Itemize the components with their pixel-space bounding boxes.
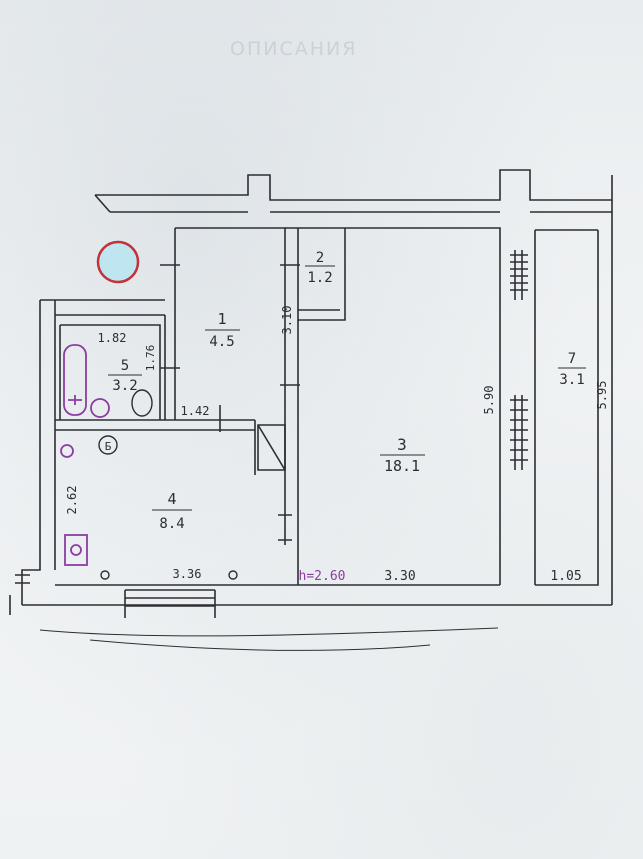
outer-wall-right [535,200,613,605]
dim-room3-width: 3.30 [384,569,415,584]
room7-walls [534,229,598,585]
room3-area: 18.1 [384,457,420,475]
window-bars [514,250,523,470]
room7-number: 7 [568,351,576,367]
dim-room5-width: 1.82 [98,331,127,345]
faded-header-text: ОПИСАНИЯ [230,38,358,60]
room4-number: 4 [167,490,176,508]
room2-walls [297,228,346,321]
dim-passage-width: 1.42 [181,404,210,418]
sink-drain [70,544,82,556]
dim-room7-width: 1.05 [550,569,581,584]
dim-room4-width: 3.36 [173,567,202,581]
dim-room7-height: 5.95 [595,381,609,410]
stove-mark-circle [98,435,118,455]
walls [9,169,613,651]
room3-number: 3 [397,435,407,454]
outer-wall-left [21,300,56,605]
partition-middle [55,405,286,545]
pipe-mark-2 [228,570,238,580]
fixtures [60,344,110,566]
room2-area: 1.2 [307,270,332,286]
room5-number: 5 [121,358,129,374]
ceiling-height: h=2.60 [299,569,346,584]
room5-area: 3.2 [112,378,137,394]
washbasin [90,398,110,418]
room1-area: 4.5 [209,334,234,350]
pencil-lines [39,627,499,651]
ventilation-stack-icon [96,240,140,284]
stove-label: Б [105,440,112,453]
pipe-mark-1 [100,570,110,580]
room7-area: 3.1 [559,372,584,388]
stove-box [257,424,286,471]
bathtub-tap [68,395,82,405]
room5-walls [59,324,161,420]
room3-walls [285,227,501,585]
left-door-marks [9,194,111,615]
dim-room5-height: 1.76 [144,345,157,372]
outer-wall-top [95,169,613,201]
room1-number: 1 [217,310,226,328]
floor-drain [60,444,74,458]
door-ticks [160,264,300,541]
dim-room4-height: 2.62 [65,486,79,515]
outer-wall-left-top [40,299,165,316]
kitchen-sink [64,534,88,566]
room4-area: 8.4 [159,516,184,532]
toilet-group [98,389,238,580]
toilet [131,389,153,417]
dim-room3-height: 5.90 [482,386,496,415]
room2-number: 2 [316,250,324,266]
bathtub [63,344,87,416]
stair-lines [124,589,216,618]
dim-room1-height: 3.10 [280,306,294,335]
window-hatch-right [510,254,528,461]
outer-wall-bottom [22,584,612,606]
